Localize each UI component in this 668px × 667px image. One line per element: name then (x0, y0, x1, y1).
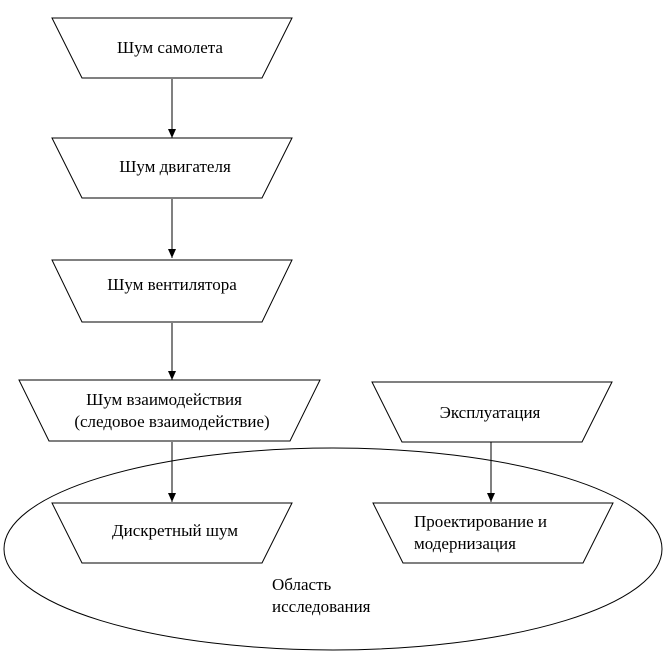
node-design-modernization-label-line2: модернизация (414, 534, 516, 553)
node-aircraft-noise-label: Шум самолета (117, 38, 223, 57)
node-fan-noise-label: Шум вентилятора (107, 275, 237, 294)
node-fan-noise: Шум вентилятора (51, 259, 293, 323)
node-aircraft-noise: Шум самолета (51, 17, 293, 79)
node-interaction-noise: Шум взаимодействия (следовое взаимодейст… (18, 379, 321, 442)
research-area-label-line1: Область (272, 575, 332, 594)
node-design-modernization-label-line1: Проектирование и (414, 512, 547, 531)
node-discrete-noise: Дискретный шум (51, 502, 293, 564)
research-area-label-line2: исследования (272, 597, 371, 616)
node-interaction-noise-label-line1: Шум взаимодействия (86, 390, 242, 409)
node-engine-noise-label: Шум двигателя (119, 157, 231, 176)
node-interaction-noise-label-line2: (следовое взаимодействие) (74, 412, 269, 431)
node-design-modernization: Проектирование и модернизация (372, 502, 614, 564)
node-operation-label: Эксплуатация (440, 403, 541, 422)
node-engine-noise: Шум двигателя (51, 137, 293, 199)
node-discrete-noise-label: Дискретный шум (112, 521, 238, 540)
node-operation: Эксплуатация (371, 381, 613, 443)
